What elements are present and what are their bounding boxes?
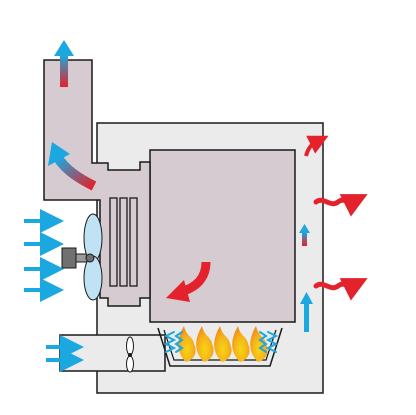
right-hot-air-arrows xyxy=(313,194,368,301)
blue-arrow-up-icon xyxy=(300,292,313,332)
wavy-red-arrow-icon xyxy=(313,194,368,217)
small-fan-icon xyxy=(126,336,134,373)
fan-icon xyxy=(61,213,103,301)
flame-icon xyxy=(214,326,232,362)
lower-intake-arrows xyxy=(46,335,84,372)
gradient-arrow-up-icon xyxy=(299,224,310,246)
curved-red-arrow-icon xyxy=(304,135,329,157)
flame-icon xyxy=(196,326,214,362)
burner-flames xyxy=(178,326,268,362)
motor xyxy=(61,247,77,269)
flame-icon xyxy=(178,326,196,362)
gradient-arrow-up-icon xyxy=(54,40,74,87)
flame-icon xyxy=(232,326,250,362)
curved-red-arrow-icon xyxy=(166,261,211,302)
left-intake-arrows xyxy=(24,209,64,302)
flame-icon xyxy=(250,326,268,362)
burner-tray xyxy=(157,327,283,367)
curved-gradient-arrow-icon xyxy=(48,142,97,191)
lower-intake-duct xyxy=(59,334,166,372)
heat-exchanger-fins xyxy=(109,197,138,287)
wavy-red-arrow-icon xyxy=(313,278,368,301)
burner-air-arrows xyxy=(163,331,279,353)
